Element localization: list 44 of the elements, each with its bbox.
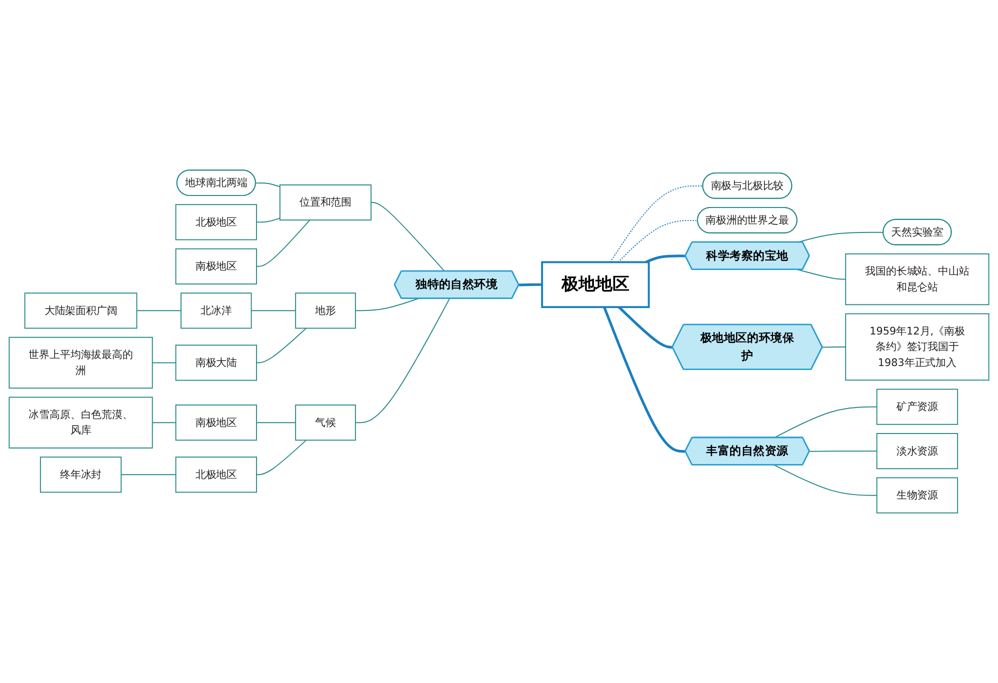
connector [774,464,878,496]
node-box: 南极大陆 [175,344,257,381]
connector [370,202,446,272]
node-box: 生物资源 [876,477,958,514]
node-box: 北极地区 [175,456,257,493]
connector [152,422,176,424]
node-box: 1959年12月,《南极条约》签订我国于1983年正式加入 [845,313,990,381]
node-box: 大陆架面积广阔 [24,292,138,329]
connector [256,328,307,364]
connector [152,362,176,364]
connector [610,185,704,263]
node-box: 淡水资源 [876,433,958,470]
connector [809,450,878,452]
node-box: 矿产资源 [876,388,958,425]
connector [250,310,296,312]
connector [255,182,280,188]
node-box: 终年冰封 [40,456,122,493]
node-box: 北极地区 [175,204,257,240]
connector [618,220,698,263]
connector [256,218,280,223]
node-box: 南极地区 [175,248,257,284]
connector [518,283,542,286]
node-box: 世界上平均海拔最高的洲 [8,336,153,389]
connector [797,269,846,280]
connector [774,406,878,438]
connector [120,474,176,476]
connector [603,306,686,453]
connector [645,254,686,264]
connector [618,306,673,349]
connector [354,298,419,312]
node-box: 北冰洋 [180,292,252,329]
node-box: 南极地区 [175,404,257,441]
connector [256,440,307,476]
node-box: 地形 [295,292,356,329]
node-box: 我国的长城站、中山站和昆仑站 [845,253,990,306]
connector [256,422,296,424]
node-box: 气候 [295,404,356,441]
node-box: 冰雪高原、白色荒漠、风库 [8,396,153,448]
connector [136,310,182,312]
node-box: 位置和范围 [279,184,372,221]
connector [256,220,310,267]
connector [822,346,846,348]
node-box: 极地地区 [541,261,650,308]
connector [354,298,450,424]
